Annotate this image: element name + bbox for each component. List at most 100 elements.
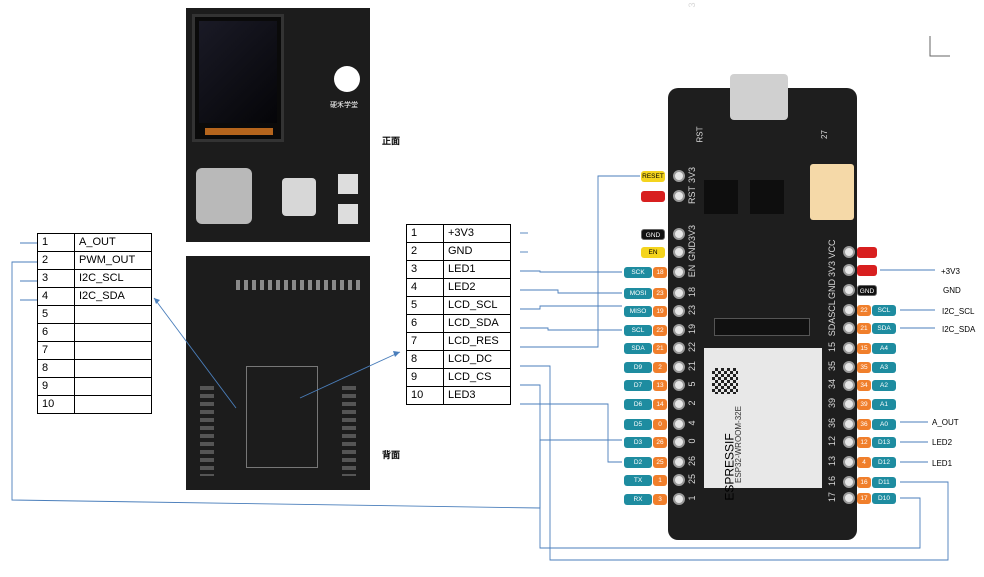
- right-gpio-tag: 17: [857, 493, 871, 504]
- left-gpio-tag: 0: [653, 419, 667, 430]
- right-pin-hole: [843, 246, 855, 258]
- left-pin-hole: [673, 493, 685, 505]
- right-signal-tag: D12: [872, 457, 896, 468]
- fpc-connector: [714, 318, 810, 336]
- right-gpio-tag: 34: [857, 380, 871, 391]
- wire-lcd-cs: [520, 384, 921, 549]
- logo-icon: [334, 66, 360, 92]
- left-signal-tag: D7: [624, 380, 652, 391]
- left-gpio-tag: 22: [653, 325, 667, 336]
- left-gpio-tag: 13: [653, 380, 667, 391]
- left-gpio-tag: 25: [653, 457, 667, 468]
- right-pin-hole: [843, 342, 855, 354]
- lcd-screen: [192, 14, 284, 142]
- right-table-pin-signal: LCD_CS: [443, 368, 511, 387]
- left-table-row: 10: [37, 395, 152, 414]
- right-pin-hole: [843, 322, 855, 334]
- right-signal-tag: D10: [872, 493, 896, 504]
- right-gpio-tag: 39: [857, 399, 871, 410]
- right-signal-tag: SCL: [872, 305, 896, 316]
- brand-text: 硬禾学堂: [330, 102, 358, 109]
- wire-pwm-out: [11, 261, 622, 509]
- usb-c-connector: [730, 74, 788, 120]
- left-signal-tag: D9: [624, 362, 652, 373]
- right-table-pin-signal: LCD_SDA: [443, 314, 511, 333]
- right-pin-hole: [843, 379, 855, 391]
- right-pin-hole: [843, 284, 855, 296]
- button-2: [338, 204, 358, 224]
- caption-back: 背面: [382, 450, 401, 460]
- left-pin-hole: [673, 324, 685, 336]
- left-gpio-tag: 26: [653, 437, 667, 448]
- anno-3v3: +3V3: [941, 267, 960, 276]
- back-ic: [246, 366, 318, 468]
- wire-led1: [520, 270, 622, 273]
- left-gpio-tag: 3: [653, 494, 667, 505]
- right-gpio-tag: 22: [857, 305, 871, 316]
- right-table-pin-signal: LED3: [443, 386, 511, 405]
- left-signal-tag: TX: [624, 475, 652, 486]
- left-gpio-tag: 18: [653, 267, 667, 278]
- wire-lcd-sda: [520, 327, 622, 331]
- right-signal-tag: SDA: [872, 323, 896, 334]
- right-gpio-tag: 35: [857, 362, 871, 373]
- right-table-pin-signal: LCD_DC: [443, 350, 511, 369]
- right-pin-hole: [843, 398, 855, 410]
- wire-lcd-dc: [520, 365, 949, 561]
- esp32-module: ESP32-WROOM-32E ESPRESSIF: [704, 348, 822, 501]
- left-signal-tag: MISO: [624, 306, 652, 317]
- left-pin-hole: [673, 342, 685, 354]
- right-signal-tag: A4: [872, 343, 896, 354]
- right-pin-hole: [843, 361, 855, 373]
- left-pin-hole: [673, 228, 685, 240]
- left-signal-tag: D3: [624, 437, 652, 448]
- button-1: [338, 174, 358, 194]
- left-table-pin-signal: [74, 395, 152, 414]
- left-table-pin-signal: PWM_OUT: [74, 251, 152, 270]
- right-pin-hole: [843, 456, 855, 468]
- left-pin-hole: [673, 418, 685, 430]
- left-pin-hole: [673, 398, 685, 410]
- right-signal-tag: [857, 265, 877, 276]
- right-signal-tag: [857, 247, 877, 258]
- left-gpio-tag: 19: [653, 306, 667, 317]
- left-signal-tag: SCL: [624, 325, 652, 336]
- anno-gnd: GND: [943, 286, 961, 295]
- joystick: [196, 168, 252, 224]
- header-strip: [236, 280, 362, 290]
- left-signal-tag: [641, 191, 665, 202]
- left-gpio-tag: 1: [653, 475, 667, 486]
- arrow-left: [153, 297, 237, 409]
- right-table-pin-signal: LCD_SCL: [443, 296, 511, 315]
- left-table-pin-signal: A_OUT: [74, 233, 152, 252]
- caption-front: 正面: [382, 136, 401, 146]
- left-pin-hole: [673, 456, 685, 468]
- right-gpio-tag: 4: [857, 457, 871, 468]
- right-gpio-tag: 15: [857, 343, 871, 354]
- anno-a-out: A_OUT: [932, 418, 959, 427]
- right-table-pin-number: 10: [406, 386, 444, 405]
- qr-code: [712, 368, 738, 394]
- right-signal-tag: A3: [872, 362, 896, 373]
- right-signal-tag: D13: [872, 437, 896, 448]
- wire-led2: [520, 289, 622, 294]
- left-signal-tag: GND: [641, 229, 665, 240]
- anno-i2c-scl: I2C_SCL: [942, 307, 975, 316]
- wire-led3: [520, 403, 622, 463]
- left-pin-hole: [673, 287, 685, 299]
- rotary-encoder: [282, 178, 316, 216]
- left-pin-hole: [673, 190, 685, 202]
- right-pin-hole: [843, 418, 855, 430]
- left-table-row: 7: [37, 341, 152, 360]
- left-gpio-tag: 2: [653, 362, 667, 373]
- wire-lcd-scl: [520, 305, 622, 310]
- chip-1: [704, 180, 738, 214]
- front-photo: 硬禾学堂: [186, 8, 370, 242]
